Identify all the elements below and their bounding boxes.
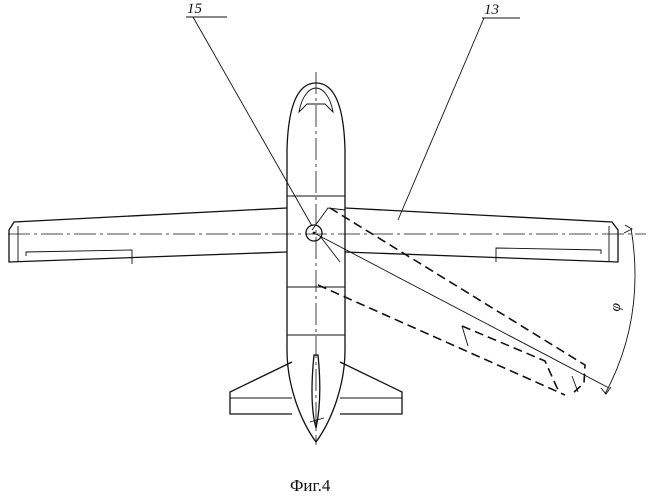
pivot-center (313, 232, 316, 235)
wing-straight (9, 208, 618, 264)
label-13: 13 (484, 2, 499, 18)
label-15: 15 (187, 1, 203, 17)
wing-swept (314, 208, 609, 395)
leader-15 (193, 17, 312, 226)
figure-caption: Фиг.4 (290, 476, 331, 495)
leader-13 (398, 18, 484, 220)
label-phi: φ (607, 302, 624, 313)
